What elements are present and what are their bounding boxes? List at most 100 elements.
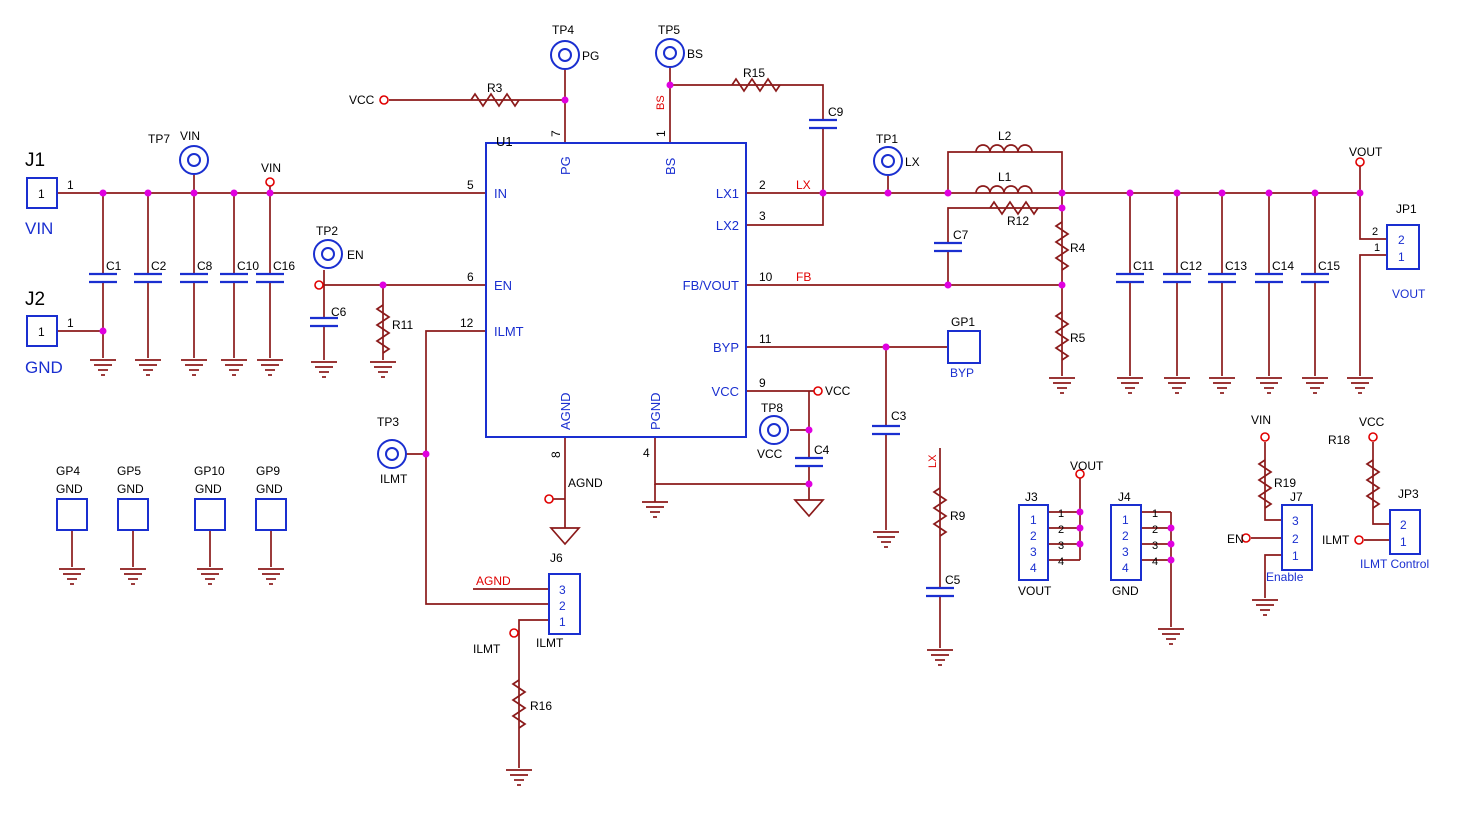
svg-text:VIN: VIN [261, 161, 281, 175]
svg-text:VCC: VCC [825, 384, 851, 398]
svg-text:TP3: TP3 [377, 415, 399, 429]
svg-text:JP1: JP1 [1396, 202, 1417, 216]
svg-text:2: 2 [559, 599, 566, 613]
pad-gp4: GP4 GND [56, 464, 88, 531]
svg-text:GP10: GP10 [194, 464, 225, 478]
header-jp3: 2 1 JP3 ILMT Control [1360, 487, 1429, 571]
pin-num-6: 6 [467, 270, 474, 284]
svg-text:GND: GND [256, 482, 283, 496]
svg-text:J1: J1 [25, 150, 45, 171]
svg-text:ILMT Control: ILMT Control [1360, 557, 1429, 571]
svg-text:R3: R3 [487, 81, 503, 95]
capacitor-c2 [132, 272, 164, 284]
svg-text:TP1: TP1 [876, 132, 898, 146]
resistor-r15 [731, 77, 781, 93]
pin-num-12: 12 [460, 316, 474, 330]
pad-gp5: GP5 GND [117, 464, 149, 531]
svg-text:LX: LX [905, 155, 920, 169]
svg-text:GP4: GP4 [56, 464, 80, 478]
pad-gp1: GP1 BYP [947, 315, 981, 380]
ground-icon [1048, 377, 1076, 394]
capacitor-c11 [1114, 272, 1146, 284]
pin-num-7: 7 [549, 130, 563, 137]
svg-text:1: 1 [1292, 549, 1299, 563]
svg-text:AGND: AGND [568, 476, 603, 490]
header-jp1: 2 1 JP1 VOUT 2 1 [1372, 202, 1426, 301]
resistor-r4 [1054, 221, 1070, 271]
svg-text:1: 1 [38, 187, 45, 201]
svg-text:R5: R5 [1070, 331, 1086, 345]
svg-text:2: 2 [1398, 233, 1405, 247]
capacitor-c12 [1161, 272, 1193, 284]
svg-text:VCC: VCC [349, 93, 375, 107]
svg-text:1: 1 [1400, 535, 1407, 549]
svg-text:EN: EN [1227, 532, 1244, 546]
svg-text:EN: EN [347, 248, 364, 262]
svg-text:2: 2 [1152, 524, 1158, 536]
pin-name-vcc: VCC [712, 384, 739, 399]
svg-text:C4: C4 [814, 443, 830, 457]
capacitor-c5 [924, 586, 956, 598]
svg-text:L2: L2 [998, 129, 1012, 143]
svg-text:C12: C12 [1180, 259, 1202, 273]
svg-text:C14: C14 [1272, 259, 1294, 273]
capacitor-c8 [178, 272, 210, 284]
svg-text:GP9: GP9 [256, 464, 280, 478]
ground-icon [220, 359, 248, 376]
svg-text:2: 2 [1058, 524, 1064, 536]
pin-name-byp: BYP [713, 340, 739, 355]
junction-dots [99, 81, 1364, 564]
svg-text:ILMT: ILMT [536, 636, 564, 650]
ground-icon [872, 531, 900, 548]
svg-text:C2: C2 [151, 259, 167, 273]
svg-text:VCC: VCC [1359, 415, 1385, 429]
inductor-l1 [975, 185, 1033, 194]
pin-num-5: 5 [467, 178, 474, 192]
ground-icon [641, 501, 669, 518]
ground-icon [256, 359, 284, 376]
svg-text:R4: R4 [1070, 241, 1086, 255]
resistor-r16 [511, 679, 527, 729]
svg-text:R18: R18 [1328, 433, 1350, 447]
connector-j1: 1 J1 VIN 1 [25, 150, 74, 238]
pin-num-10: 10 [759, 270, 773, 284]
ground-icon [310, 361, 338, 378]
svg-text:C9: C9 [828, 105, 844, 119]
capacitor-c9 [807, 118, 839, 130]
svg-text:2: 2 [1030, 529, 1037, 543]
svg-text:LX: LX [796, 178, 811, 192]
svg-text:C5: C5 [945, 573, 961, 587]
header-j4: 1 2 3 4 1 2 3 4 J4 GND [1110, 490, 1158, 598]
svg-text:BS: BS [655, 95, 667, 110]
svg-text:FB: FB [796, 270, 811, 284]
svg-text:2: 2 [1122, 529, 1129, 543]
ground-icon [58, 568, 86, 585]
ground-icon [180, 359, 208, 376]
capacitor-c14 [1253, 272, 1285, 284]
svg-text:VIN: VIN [1251, 413, 1271, 427]
inductor-l2 [975, 144, 1033, 153]
svg-text:R15: R15 [743, 66, 765, 80]
svg-text:4: 4 [1058, 556, 1064, 568]
svg-text:2: 2 [1292, 532, 1299, 546]
resistor-r11 [375, 304, 391, 354]
ground-icon [119, 568, 147, 585]
svg-text:GP5: GP5 [117, 464, 141, 478]
ground-icon [1255, 377, 1283, 394]
svg-text:C10: C10 [237, 259, 259, 273]
pin-num-1: 1 [654, 130, 668, 137]
testpoint-tp4: TP4 PG [550, 23, 599, 70]
svg-text:BS: BS [687, 47, 703, 61]
testpoint-tp5: TP5 BS [655, 23, 703, 68]
svg-text:R11: R11 [392, 318, 413, 332]
capacitor-c4 [793, 456, 825, 468]
ground-icon [505, 769, 533, 786]
svg-text:JP3: JP3 [1398, 487, 1419, 501]
resistor-r19 [1257, 459, 1273, 509]
svg-text:J4: J4 [1118, 490, 1131, 504]
ground-icon [1116, 377, 1144, 394]
pin-name-bs: BS [663, 157, 678, 175]
svg-text:J3: J3 [1025, 490, 1038, 504]
pad-gp10: GP10 GND [194, 464, 226, 531]
